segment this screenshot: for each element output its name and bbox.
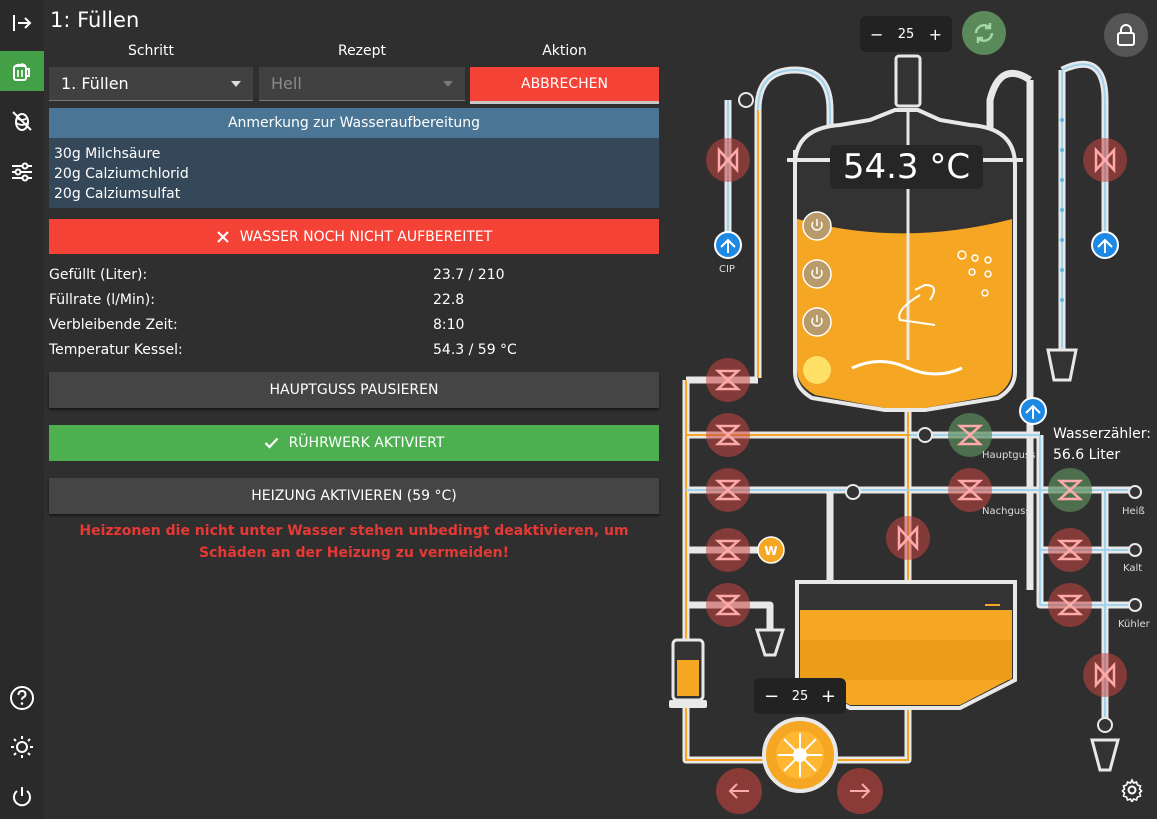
lock-button[interactable] xyxy=(1104,13,1148,57)
water-note-body: 30g Milchsäure 20g Calziumchlorid 20g Ca… xyxy=(49,138,659,208)
pump-left-button[interactable] xyxy=(716,768,762,814)
hops-off-icon xyxy=(12,111,32,131)
water-meter: Wasserzähler: 56.6 Liter xyxy=(1053,424,1151,466)
heiss-label: Heiß xyxy=(1122,506,1145,517)
power-icon xyxy=(13,787,31,807)
plus-button[interactable]: + xyxy=(820,685,836,707)
sidebar-item-hops[interactable] xyxy=(0,101,44,141)
pause-mash-button[interactable]: HAUPTGUSS PAUSIEREN xyxy=(49,372,659,408)
stat-value-remaining: 8:10 xyxy=(433,317,465,333)
stat-label-temperature: Temperatur Kessel: xyxy=(49,342,183,358)
sidebar xyxy=(0,0,44,819)
step-select[interactable]: 1. Füllen xyxy=(49,67,253,101)
sidebar-item-brew[interactable] xyxy=(0,51,44,91)
arrow-left-icon xyxy=(728,783,749,799)
sync-icon xyxy=(974,23,994,43)
caret-down-icon xyxy=(443,80,453,87)
step-select-value: 1. Füllen xyxy=(61,74,129,93)
cip-label: CIP xyxy=(719,264,735,275)
help-button[interactable] xyxy=(0,678,44,718)
heating-warning: Heizzonen die nicht unter Wasser stehen … xyxy=(79,523,629,561)
agitator-speed-control: − 25 + xyxy=(860,16,952,52)
note-line: 20g Calziumsulfat xyxy=(54,186,181,202)
water-note-title: Anmerkung zur Wasseraufbereitung xyxy=(49,108,659,138)
power-button[interactable] xyxy=(0,777,44,817)
pump-speed-value: 25 xyxy=(791,688,809,704)
stat-value-filled: 23.7 / 210 xyxy=(433,267,505,283)
note-line: 30g Milchsäure xyxy=(54,146,161,162)
sidebar-item-settings[interactable] xyxy=(0,152,44,192)
stat-label-remaining: Verbleibende Zeit: xyxy=(49,317,178,333)
stat-label-filled: Gefüllt (Liter): xyxy=(49,267,148,283)
recipe-select[interactable]: Hell xyxy=(259,67,465,101)
heating-label: HEIZUNG AKTIVIEREN (59 °C) xyxy=(251,488,457,504)
minus-button[interactable]: − xyxy=(764,685,780,707)
nachguss-label: Nachguss xyxy=(982,506,1031,517)
close-icon xyxy=(216,230,229,243)
help-icon xyxy=(10,686,34,710)
cancel-button-label: ABBRECHEN xyxy=(521,76,608,92)
agitator-label: RÜHRWERK AKTIVIERT xyxy=(288,435,445,451)
recipe-column-label: Rezept xyxy=(337,43,387,59)
step-column-label: Schritt xyxy=(127,43,175,59)
arrow-right-icon xyxy=(850,783,871,799)
page-title: 1: Füllen xyxy=(50,8,140,32)
kuehler-label: Kühler xyxy=(1118,619,1150,630)
brightness-icon xyxy=(11,736,33,758)
agitator-speed-value: 25 xyxy=(897,26,915,42)
check-icon xyxy=(264,437,278,449)
recipe-select-value: Hell xyxy=(271,74,302,93)
water-meter-label: Wasserzähler: xyxy=(1053,426,1152,442)
stat-label-fill-rate: Füllrate (l/Min): xyxy=(49,292,155,308)
note-line: 20g Calziumchlorid xyxy=(54,166,189,182)
kalt-label: Kalt xyxy=(1123,563,1143,574)
water-status-label: WASSER NOCH NICHT AUFBEREITET xyxy=(239,228,493,245)
pump-speed-control: − 25 + xyxy=(754,678,846,714)
collapse-button[interactable] xyxy=(0,3,44,43)
pause-mash-label: HAUPTGUSS PAUSIEREN xyxy=(269,382,439,398)
heating-button[interactable]: HEIZUNG AKTIVIEREN (59 °C) xyxy=(49,478,659,514)
cancel-button[interactable]: ABBRECHEN xyxy=(470,67,659,101)
collapse-icon xyxy=(13,15,32,31)
svg-text:W: W xyxy=(764,544,777,558)
theme-button[interactable] xyxy=(0,727,44,767)
plus-button[interactable]: + xyxy=(928,24,942,44)
kettle-temperature: 54.3 °C xyxy=(830,145,983,189)
diagram-settings-button[interactable] xyxy=(1118,776,1146,804)
water-meter-value: 56.6 Liter xyxy=(1053,447,1121,463)
lock-icon xyxy=(1117,24,1135,46)
stat-value-fill-rate: 22.8 xyxy=(433,292,465,308)
pump-right-button[interactable] xyxy=(837,768,883,814)
hauptguss-label: Hauptguss xyxy=(982,450,1036,461)
gear-icon xyxy=(1121,778,1143,802)
beer-mug-icon xyxy=(13,63,30,81)
action-column-label: Aktion xyxy=(542,43,587,59)
recirculation-button[interactable] xyxy=(962,11,1006,55)
agitator-button[interactable]: RÜHRWERK AKTIVIERT xyxy=(49,425,659,461)
sliders-icon xyxy=(12,162,32,182)
minus-button[interactable]: − xyxy=(870,24,884,44)
caret-down-icon xyxy=(231,80,241,87)
stat-value-temperature: 54.3 / 59 °C xyxy=(433,342,517,358)
water-status-button[interactable]: WASSER NOCH NICHT AUFBEREITET xyxy=(49,219,659,254)
